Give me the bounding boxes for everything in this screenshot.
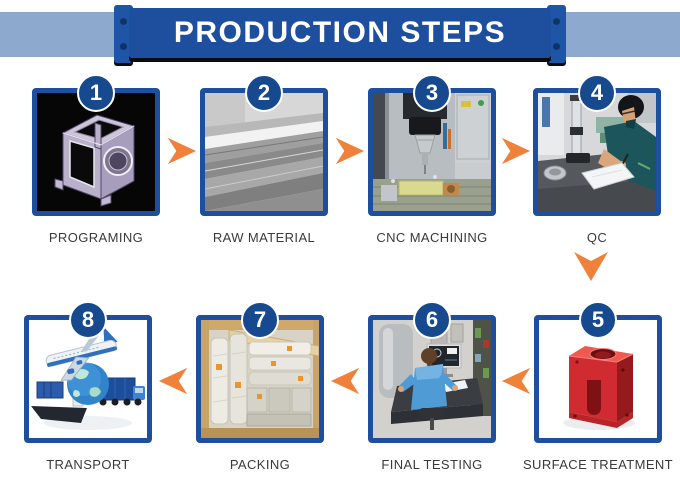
banner-right-cap — [547, 5, 566, 63]
step-photo-frame: 8 — [24, 301, 152, 443]
step-number-badge: 6 — [413, 301, 451, 339]
qc-inspection-image — [538, 93, 656, 211]
rivet-icon — [120, 18, 127, 25]
step-label: QC — [586, 230, 608, 245]
step-number-badge: 1 — [77, 74, 115, 112]
step-programing: 1 PROGRAMING — [32, 74, 160, 245]
arrow-right-icon — [335, 137, 365, 165]
rivet-icon — [553, 18, 560, 25]
step-qc: 4 — [533, 74, 661, 245]
step-number-badge: 5 — [579, 301, 617, 339]
banner-plate: PRODUCTION STEPS — [129, 8, 551, 58]
arrow-down-icon — [574, 252, 608, 281]
step-label: PACKING — [229, 457, 291, 472]
step-photo-frame: 5 — [534, 301, 662, 443]
rivet-icon — [120, 43, 127, 50]
step-number-badge: 8 — [69, 301, 107, 339]
arrow-right-icon — [167, 137, 197, 165]
step-number-badge: 7 — [241, 301, 279, 339]
banner-left-cap — [114, 5, 133, 63]
red-part-image — [539, 320, 657, 438]
step-label: RAW MATERIAL — [212, 230, 316, 245]
step-photo-frame: 4 — [533, 74, 661, 216]
step-photo-frame: 6 — [368, 301, 496, 443]
step-number-badge: 4 — [578, 74, 616, 112]
arrow-left-icon — [501, 367, 531, 395]
step-number-badge: 2 — [245, 74, 283, 112]
step-number-badge: 3 — [413, 74, 451, 112]
step-label: SURFACE TREATMENT — [522, 457, 674, 472]
final-testing-image — [373, 320, 491, 438]
transport-image — [29, 320, 147, 438]
step-final-testing: 6 — [368, 301, 496, 472]
arrow-right-icon — [501, 137, 531, 165]
arrow-left-icon — [158, 367, 188, 395]
step-photo-frame: 2 — [200, 74, 328, 216]
step-surface-treatment: 5 SURFACE TREATMENT — [523, 301, 673, 472]
step-packing: 7 — [196, 301, 324, 472]
step-label: TRANSPORT — [46, 457, 130, 472]
arrow-left-icon — [330, 367, 360, 395]
cad-model-image — [37, 93, 155, 211]
step-photo-frame: 1 — [32, 74, 160, 216]
step-transport: 8 — [24, 301, 152, 472]
step-label: FINAL TESTING — [381, 457, 483, 472]
step-label: PROGRAMING — [48, 230, 144, 245]
step-photo-frame: 7 — [196, 301, 324, 443]
rivet-icon — [553, 43, 560, 50]
step-photo-frame: 3 — [368, 74, 496, 216]
step-label: CNC MACHINING — [376, 230, 488, 245]
step-cnc-machining: 3 — [368, 74, 496, 245]
page-title: PRODUCTION STEPS — [173, 16, 507, 49]
raw-material-image — [205, 93, 323, 211]
step-raw-material: 2 RAW MATERIAL — [200, 74, 328, 245]
